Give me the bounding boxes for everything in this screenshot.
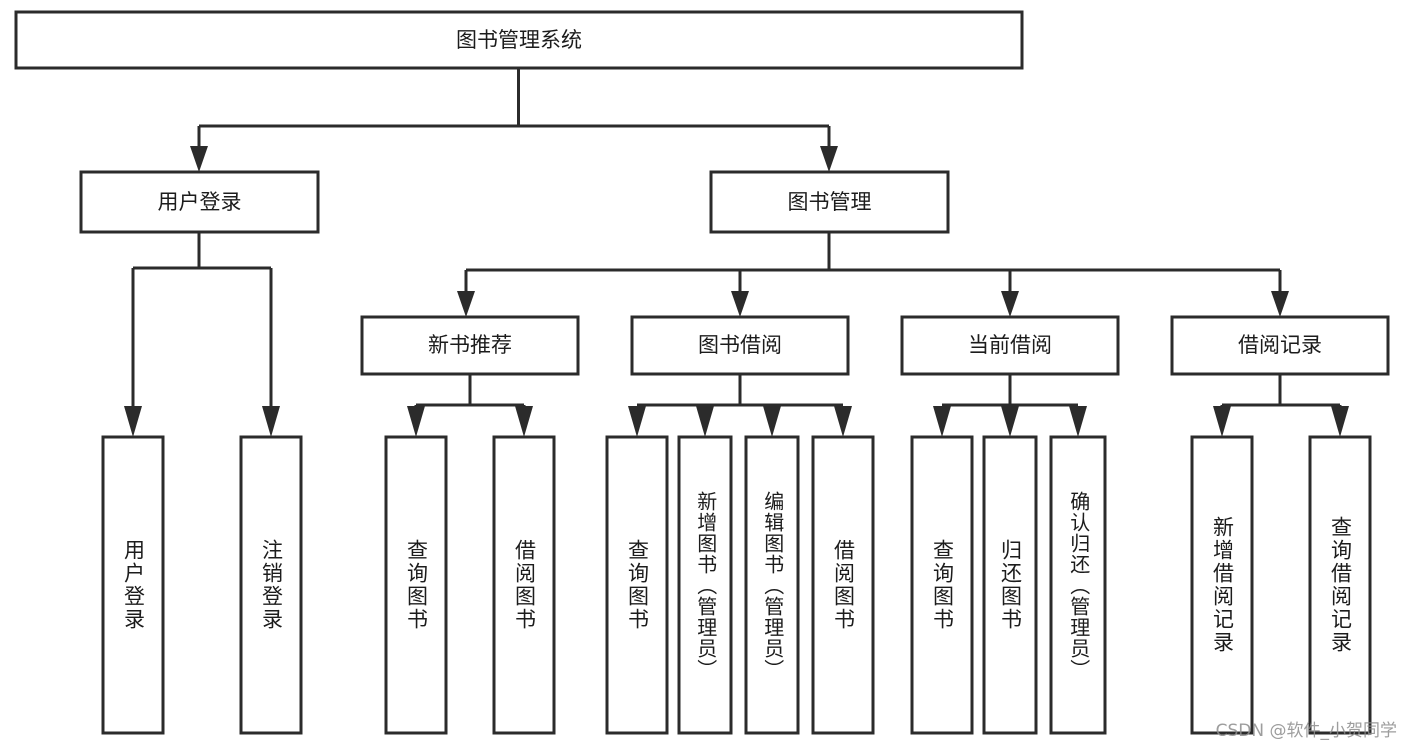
node-borrow-record[interactable]: [1170, 315, 1390, 376]
arrow-head-leaf-book-borrow-3: [834, 406, 852, 437]
node-current-borrow[interactable]: [900, 315, 1120, 376]
node-leaf-current-borrow-0[interactable]: [910, 435, 974, 735]
arrow-head-level3-3: [1271, 291, 1289, 317]
arrow-head-leaf-borrow-record-1: [1331, 406, 1349, 437]
node-user-login-label: 用户登录: [158, 190, 242, 214]
arrow-head-userlogin: [190, 146, 208, 172]
node-leaf-borrow-record-0[interactable]: [1190, 435, 1254, 735]
node-leaf-user-login-0[interactable]: [101, 435, 165, 735]
node-leaf-new-book-1[interactable]: [492, 435, 556, 735]
node-book-borrow-label: 图书借阅: [698, 333, 782, 357]
node-leaf-current-borrow-1[interactable]: [982, 435, 1038, 735]
node-leaf-new-book-0[interactable]: [384, 435, 448, 735]
arrow-head-bookmgmt: [820, 146, 838, 172]
arrow-head-leaf-current-borrow-1: [1001, 406, 1019, 437]
connector-group: [124, 68, 1349, 437]
node-book-management[interactable]: [709, 170, 950, 234]
node-leaf-current-borrow-2[interactable]: [1049, 435, 1107, 735]
arrow-head-level3-1: [731, 291, 749, 317]
arrow-head-leaf-new-book-1: [515, 406, 533, 437]
node-leaf-borrow-record-1[interactable]: [1308, 435, 1372, 735]
node-book-borrow[interactable]: [630, 315, 850, 376]
node-borrow-record-label: 借阅记录: [1238, 333, 1322, 357]
node-leaf-user-login-1[interactable]: [239, 435, 303, 735]
csdn-watermark: CSDN @软件_小贺同学: [1215, 721, 1397, 741]
node-user-login[interactable]: [79, 170, 320, 234]
arrow-head-leaf-book-borrow-0: [628, 406, 646, 437]
node-new-book-recommend[interactable]: [360, 315, 580, 376]
arrow-head-leaf-user-login-0: [124, 406, 142, 437]
node-leaf-book-borrow-1[interactable]: [677, 435, 733, 735]
node-root[interactable]: [14, 10, 1024, 70]
arrow-head-leaf-user-login-1: [262, 406, 280, 437]
node-current-borrow-label: 当前借阅: [968, 333, 1052, 357]
node-leaf-book-borrow-2[interactable]: [744, 435, 800, 735]
node-root-label: 图书管理系统: [456, 28, 582, 52]
arrow-head-leaf-current-borrow-0: [933, 406, 951, 437]
node-book-management-label: 图书管理: [788, 190, 872, 214]
arrow-head-leaf-new-book-0: [407, 406, 425, 437]
node-new-book-recommend-label: 新书推荐: [428, 333, 512, 357]
arrow-head-leaf-book-borrow-2: [763, 406, 781, 437]
arrow-head-level3-2: [1001, 291, 1019, 317]
arrow-head-leaf-borrow-record-0: [1213, 406, 1231, 437]
arrow-head-level3-0: [457, 291, 475, 317]
arrow-head-leaf-book-borrow-1: [696, 406, 714, 437]
node-leaf-book-borrow-3[interactable]: [811, 435, 875, 735]
node-leaf-book-borrow-0[interactable]: [605, 435, 669, 735]
arrow-head-leaf-current-borrow-2: [1069, 406, 1087, 437]
